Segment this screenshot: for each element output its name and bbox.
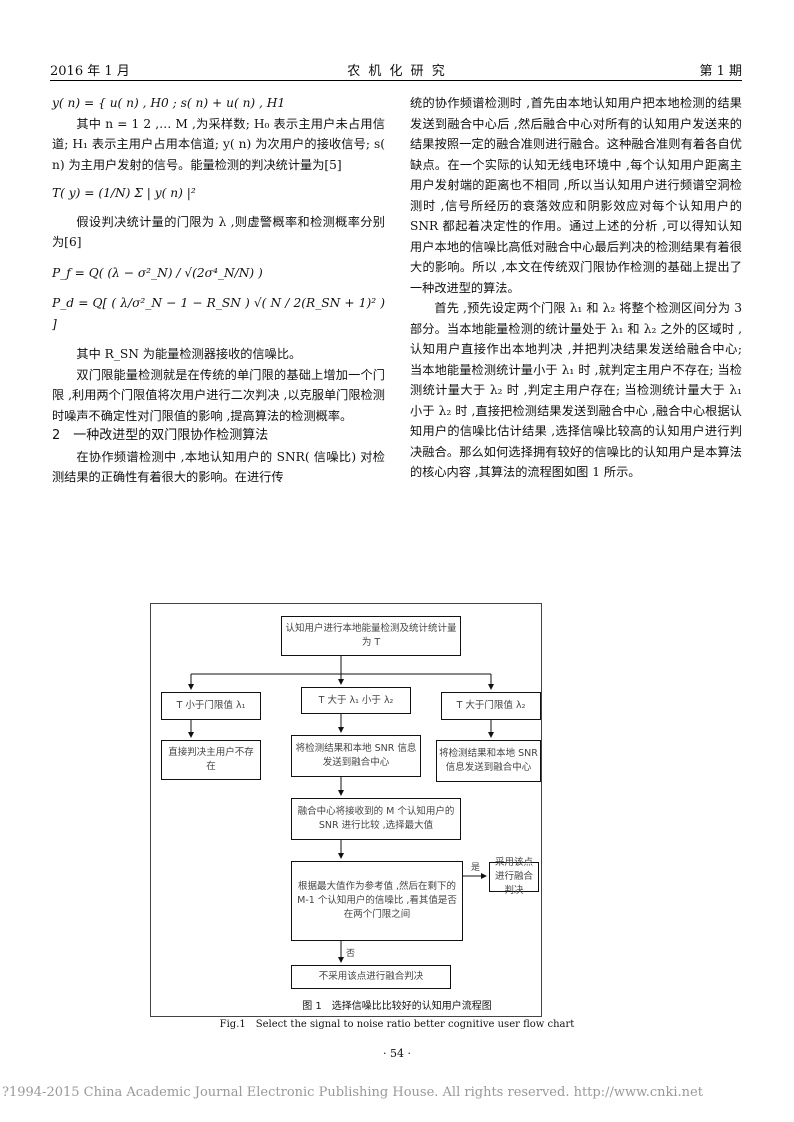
right-paragraph-2: 首先 ,预先设定两个门限 λ₁ 和 λ₂ 将整个检测区间分为 3 部分。当本地能…	[410, 301, 742, 479]
left-paragraph-5: 在协作频谱检测中 ,本地认知用户的 SNR( 信噪比) 对检测结果的正确性有着很…	[52, 449, 385, 485]
flow-box-start: 认知用户进行本地能量检测及统计统计量为 T	[281, 616, 461, 656]
left-column: y( n) = { u( n) , H0 ; s( n) + u( n) , H…	[52, 93, 385, 488]
flow-box-below-threshold: T 小于门限值 λ₁	[161, 692, 261, 720]
page-number: · 54 ·	[383, 1047, 411, 1060]
flowchart-figure: 认知用户进行本地能量检测及统计统计量为 T T 小于门限值 λ₁ T 大于 λ₁…	[150, 603, 542, 1017]
equation-3: P_f = Q( (λ − σ²_N) / √(2σ⁴_N/N) )	[52, 265, 263, 280]
section-heading: 2 一种改进型的双门限协作检测算法	[52, 428, 269, 443]
flow-box-fuse: 采用该点进行融合判决	[489, 857, 539, 896]
flow-box-send-result: 将检测结果和本地 SNR 信息发送到融合中心	[436, 740, 541, 782]
equation-1: y( n) = { u( n) , H0 ; s( n) + u( n) , H…	[52, 96, 286, 110]
figure-caption-en: Fig.1 Select the signal to noise ratio b…	[219, 1019, 575, 1030]
flow-box-compare-snr: 融合中心将接收到的 M 个认知用户的 SNR 进行比较 ,选择最大值	[291, 798, 461, 840]
left-paragraph-3: 其中 R_SN 为能量检测器接收的信噪比。	[76, 347, 302, 361]
left-paragraph-1: 其中 n = 1 2 ,… M ,为采样数; H₀ 表示主用户未占用信道; H₁…	[52, 116, 385, 172]
flow-box-above-threshold: T 大于门限值 λ₂	[441, 692, 541, 720]
header-rule	[50, 80, 742, 81]
right-paragraph-1: 统的协作频谱检测时 ,首先由本地认知用户把本地检测的结果发送到融合中心后 ,然后…	[410, 96, 742, 295]
flow-box-send-snr: 将检测结果和本地 SNR 信息发送到融合中心	[291, 735, 421, 777]
flow-box-reference-check: 根据最大值作为参考值 ,然后在剩下的 M-1 个认知用户的信噪比 ,看其值是否在…	[291, 861, 463, 941]
header-center: 农 机 化 研 究	[347, 64, 447, 79]
right-column: 统的协作频谱检测时 ,首先由本地认知用户把本地检测的结果发送到融合中心后 ,然后…	[410, 93, 742, 483]
left-paragraph-4: 双门限能量检测就是在传统的单门限的基础上增加一个门限 ,利用两个门限值将次用户进…	[52, 367, 385, 423]
copyright-footer: ?1994-2015 China Academic Journal Electr…	[2, 1085, 703, 1100]
flow-box-between-thresholds: T 大于 λ₁ 小于 λ₂	[301, 687, 411, 714]
flow-box-no-fuse: 不采用该点进行融合判决	[291, 965, 451, 989]
left-paragraph-2: 假设判决统计量的门限为 λ ,则虚警概率和检测概率分别为[6]	[52, 214, 385, 250]
equation-4: P_d = Q[ ( λ/σ²_N − 1 − R_SN ) √( N / 2(…	[52, 296, 385, 331]
equation-2: T( y) = (1/N) Σ | y( n) |²	[52, 186, 196, 200]
header-left: 2016 年 1 月	[50, 64, 130, 79]
flow-box-user-absent: 直接判决主用户不存在	[161, 740, 261, 780]
label-no: 否	[346, 949, 356, 959]
figure-caption-cn: 图 1 选择信噪比比较好的认知用户流程图	[302, 1001, 492, 1012]
flowchart-arrows	[188, 656, 494, 963]
header-right: 第 1 期	[699, 64, 742, 79]
label-yes: 是	[471, 863, 481, 873]
